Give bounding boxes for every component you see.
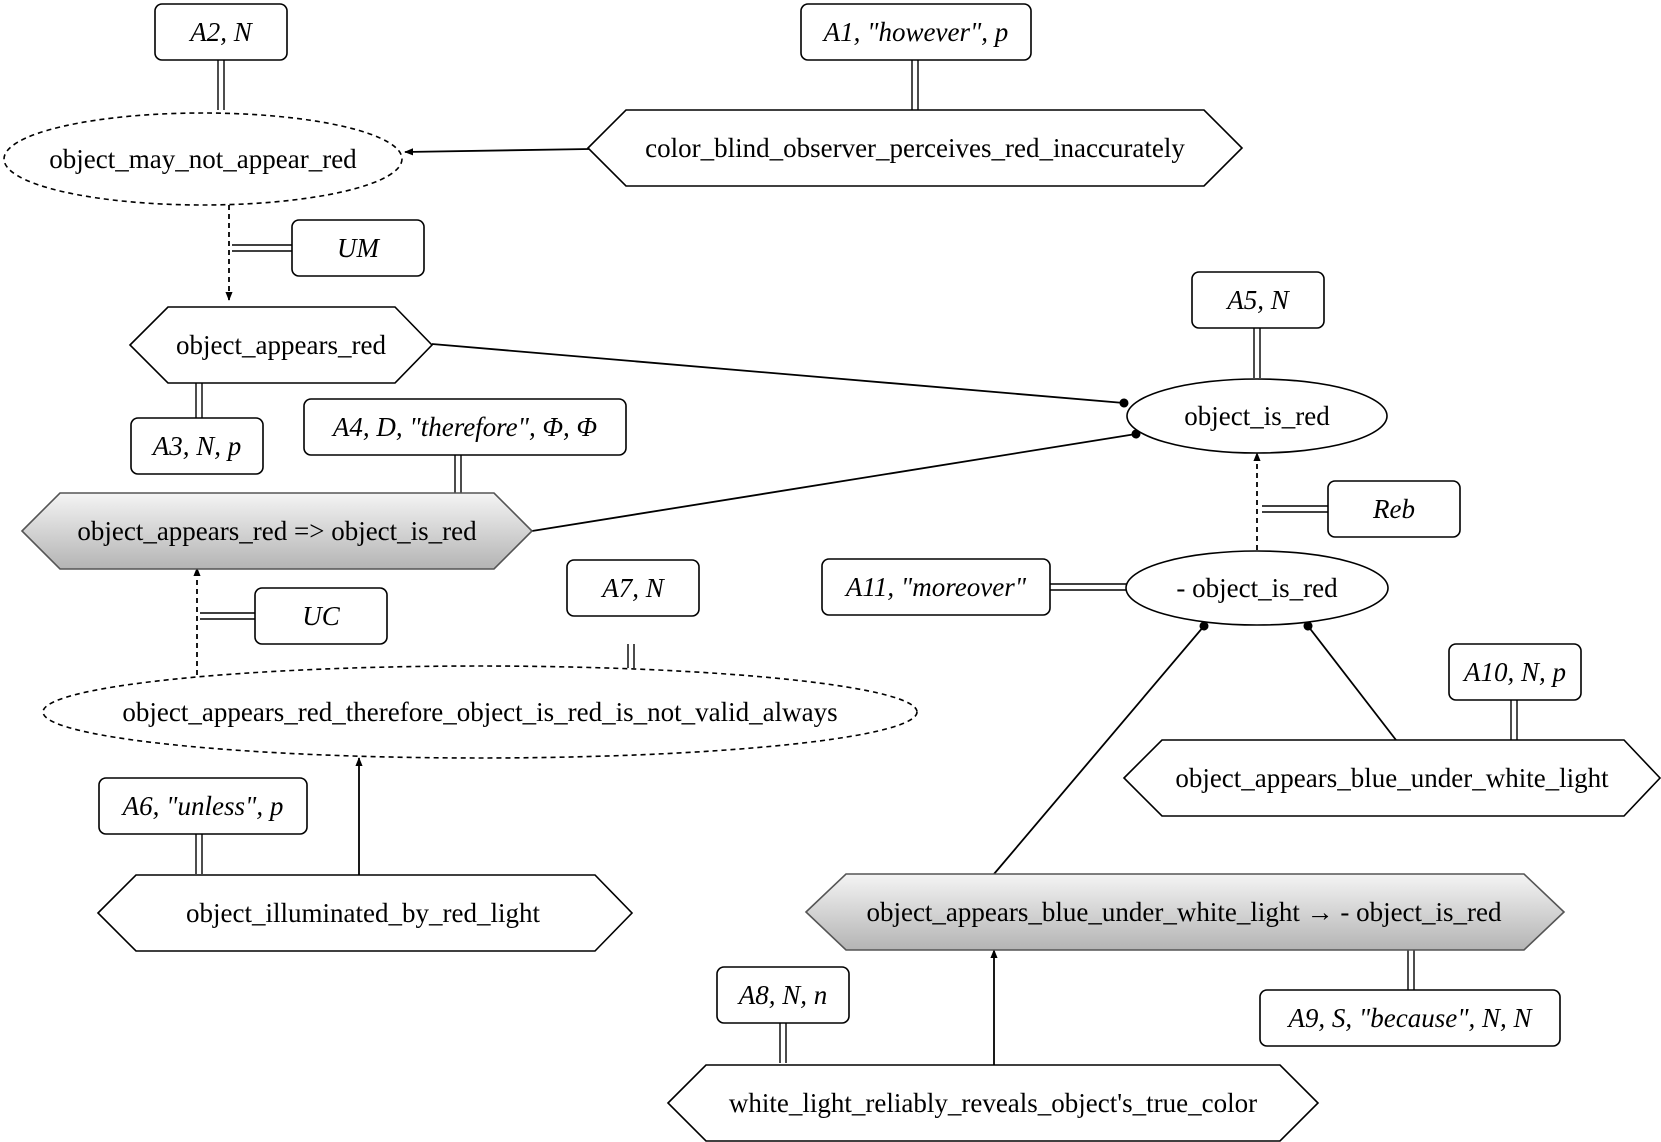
node-object-appears-red: object_appears_red [128, 306, 434, 384]
node-object-appears-red-implies: object_appears_red => object_is_red [20, 492, 534, 570]
svg-text:UC: UC [302, 601, 340, 631]
svg-text:A4, D, "therefore", Φ, Φ: A4, D, "therefore", Φ, Φ [331, 412, 597, 442]
svg-text:A1, "however", p: A1, "however", p [822, 17, 1009, 47]
svg-text:Reb: Reb [1372, 494, 1415, 524]
edges [193, 148, 1397, 1065]
node-color-blind-observer: color_blind_observer_perceives_red_inacc… [586, 109, 1244, 187]
svg-text:A11, "moreover": A11, "moreover" [844, 572, 1027, 602]
node-label: object_may_not_appear_red [49, 144, 357, 174]
label-uc: UC [254, 587, 388, 645]
node-not-object-is-red: - object_is_red [1125, 550, 1389, 626]
node-label: color_blind_observer_perceives_red_inacc… [645, 133, 1185, 163]
svg-text:A10, N, p: A10, N, p [1462, 657, 1566, 687]
node-appears-blue-implies-not-red: object_appears_blue_under_white_light → … [804, 873, 1566, 951]
edge-e8 [1303, 621, 1397, 741]
node-label: object_appears_blue_under_white_light → … [866, 897, 1502, 927]
svg-text:A3, N, p: A3, N, p [151, 431, 242, 461]
svg-text:A2, N: A2, N [188, 17, 253, 47]
node-object-is-red: object_is_red [1126, 378, 1388, 454]
node-object-may-not-appear-red: object_may_not_appear_red [3, 112, 403, 206]
node-label: object_is_red [1184, 401, 1330, 431]
edge-e0 [404, 148, 591, 156]
node-not-valid-always: object_appears_red_therefore_object_is_r… [42, 665, 918, 759]
label-a4: A4, D, "therefore", Φ, Φ [303, 398, 627, 456]
label-connectors [195, 60, 1518, 1063]
label-reb: Reb [1327, 480, 1461, 538]
svg-text:A9, S, "because", N, N: A9, S, "because", N, N [1286, 1003, 1533, 1033]
edge-e7 [993, 621, 1209, 875]
svg-text:A6, "unless", p: A6, "unless", p [121, 791, 284, 821]
label-a1: A1, "however", p [800, 3, 1032, 61]
label-a7: A7, N [566, 559, 700, 617]
label-a9: A9, S, "because", N, N [1259, 989, 1561, 1047]
svg-text:UM: UM [337, 233, 380, 263]
label-a3: A3, N, p [130, 417, 264, 475]
svg-text:A5, N: A5, N [1225, 285, 1290, 315]
node-appears-blue-white-light: object_appears_blue_under_white_light [1122, 739, 1661, 817]
label-a10: A10, N, p [1448, 643, 1582, 701]
label-a11: A11, "moreover" [821, 558, 1051, 616]
edge-e4 [431, 343, 1129, 408]
label-a5: A5, N [1191, 271, 1325, 329]
label-um: UM [291, 219, 425, 277]
node-illuminated-by-red-light: object_illuminated_by_red_light [96, 874, 634, 952]
nodes: object_may_not_appear_red color_blind_ob… [3, 109, 1661, 1142]
svg-text:A7, N: A7, N [600, 573, 665, 603]
label-a8: A8, N, n [716, 966, 850, 1024]
node-label: object_appears_red [176, 330, 386, 360]
labels: A2, N A1, "however", p UM A5, N A3, N, p… [98, 3, 1582, 1047]
label-a6: A6, "unless", p [98, 777, 308, 835]
node-label: - object_is_red [1176, 573, 1338, 603]
node-white-light-reveals-color: white_light_reliably_reveals_object's_tr… [666, 1064, 1320, 1142]
node-label: white_light_reliably_reveals_object's_tr… [729, 1088, 1257, 1118]
node-label: object_appears_red_therefore_object_is_r… [122, 697, 837, 727]
node-label: object_appears_red => object_is_red [77, 516, 477, 546]
label-a2: A2, N [154, 3, 288, 61]
svg-text:A8, N, n: A8, N, n [737, 980, 828, 1010]
edge-e5 [531, 429, 1141, 532]
node-label: object_illuminated_by_red_light [186, 898, 540, 928]
node-label: object_appears_blue_under_white_light [1175, 763, 1609, 793]
